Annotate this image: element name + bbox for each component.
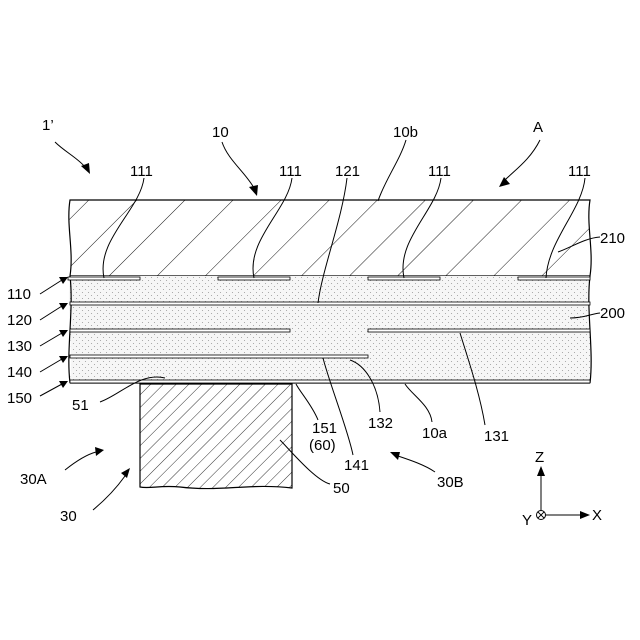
label-120: 120 <box>7 312 32 329</box>
z-arrow-icon <box>537 466 545 476</box>
label-30a: 30A <box>20 471 47 488</box>
label-140: 140 <box>7 364 32 381</box>
label-10b: 10b <box>393 124 418 141</box>
label-131: 131 <box>484 428 509 445</box>
label-axis-z: Z <box>535 449 544 466</box>
label-30b: 30B <box>437 474 464 491</box>
conductor-121 <box>70 302 590 305</box>
label-111: 111 <box>279 163 302 180</box>
label-111: 111 <box>428 163 451 180</box>
label-60: (60) <box>309 437 336 454</box>
label-121: 121 <box>335 163 360 180</box>
label-assembly: 1’ <box>42 117 54 134</box>
label-141: 141 <box>344 457 369 474</box>
label-10a: 10a <box>422 425 448 442</box>
label-200: 200 <box>600 305 625 322</box>
layer-210 <box>60 195 600 285</box>
label-a: A <box>533 119 543 136</box>
label-111: 111 <box>568 163 591 180</box>
label-axis-x: X <box>592 507 602 524</box>
label-50: 50 <box>333 480 350 497</box>
pad-111 <box>518 277 590 280</box>
label-30: 30 <box>60 508 77 525</box>
body-50 <box>140 384 292 489</box>
label-132: 132 <box>368 415 393 432</box>
x-arrow-icon <box>580 511 590 519</box>
label-axis-y: Y <box>522 512 532 529</box>
label-51: 51 <box>72 397 89 414</box>
label-210: 210 <box>600 230 625 247</box>
label-151: 151 <box>312 420 337 437</box>
label-111: 111 <box>130 163 153 180</box>
label-150: 150 <box>7 390 32 407</box>
label-130: 130 <box>7 338 32 355</box>
conductor-131 <box>368 329 590 332</box>
label-10: 10 <box>212 124 229 141</box>
conductor-141 <box>70 355 368 358</box>
conductor-130-left <box>70 329 290 332</box>
axis-triad <box>537 466 591 520</box>
label-110: 110 <box>7 286 31 303</box>
